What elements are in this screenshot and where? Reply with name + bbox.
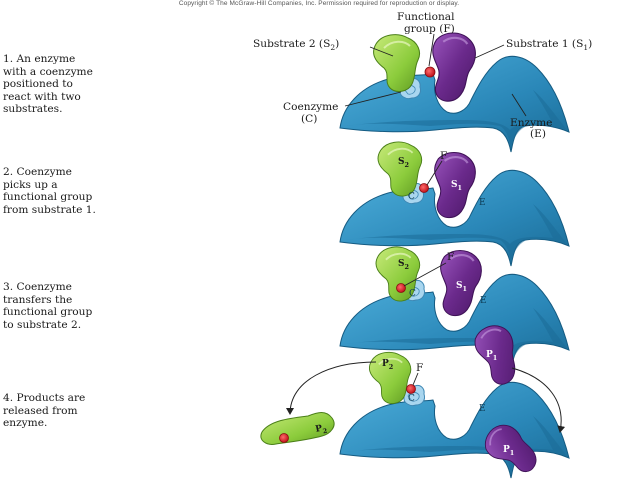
e-mark: E bbox=[480, 296, 487, 306]
step-3-line: 3. Coenzyme bbox=[3, 281, 72, 293]
step-1-line: 1. An enzyme bbox=[3, 53, 76, 65]
p1-mark: P1 bbox=[486, 350, 497, 362]
step-4-line: released from bbox=[3, 404, 78, 417]
s1-mark: S1 bbox=[456, 281, 467, 293]
f-mark: F bbox=[447, 251, 454, 263]
c-mark: C bbox=[408, 192, 415, 202]
p2-released-mark: P2 bbox=[315, 423, 329, 437]
step-1-caption: 1. An enzyme with a coenzyme positioned … bbox=[3, 53, 173, 116]
copyright-notice: Copyright © The McGraw-Hill Companies, I… bbox=[178, 0, 460, 7]
substrate-1-leader bbox=[474, 44, 505, 59]
p1-released-mark: P1 bbox=[503, 445, 514, 457]
functional-group-dot bbox=[406, 384, 416, 394]
f-mark: F bbox=[440, 150, 447, 162]
f-leader bbox=[403, 262, 447, 287]
functional-group-dot bbox=[419, 183, 429, 193]
step-3-line: transfers the bbox=[3, 293, 73, 306]
enzyme-label: Enzyme bbox=[510, 117, 552, 129]
step-1-line: react with two bbox=[3, 90, 81, 103]
step-1-line: substrates. bbox=[3, 103, 63, 116]
step-4-line: 4. Products are bbox=[3, 392, 86, 404]
step-3-caption: 3. Coenzyme transfers the functional gro… bbox=[3, 281, 173, 331]
coenzyme-leader bbox=[344, 91, 402, 107]
substrate-2-leader bbox=[369, 46, 394, 57]
f-leader bbox=[412, 372, 419, 386]
product-2-in-site bbox=[368, 351, 412, 405]
s1-mark: S1 bbox=[451, 180, 462, 192]
substrate-2-label: Substrate 2 (S2) bbox=[253, 38, 339, 52]
enzyme-leader bbox=[511, 93, 527, 117]
functional-group-dot bbox=[424, 66, 436, 78]
enzyme-abbr-label: (E) bbox=[530, 128, 546, 140]
step-3-line: to substrate 2. bbox=[3, 318, 82, 331]
functional-group-label-line2: group (F) bbox=[404, 23, 455, 35]
product-2-released: P2 bbox=[260, 412, 335, 445]
step-2-caption: 2. Coenzyme picks up a functional group … bbox=[3, 166, 173, 216]
step-4-caption: 4. Products are released from enzyme. bbox=[3, 392, 173, 430]
p2-mark: P2 bbox=[382, 359, 393, 371]
substrate-1-shape bbox=[431, 31, 477, 103]
step-1-line: with a coenzyme bbox=[3, 65, 93, 78]
f-leader bbox=[426, 160, 443, 186]
e-mark: E bbox=[479, 404, 486, 414]
c-mark: C bbox=[409, 289, 416, 299]
step-2-line: picks up a bbox=[3, 178, 58, 191]
s2-mark: S2 bbox=[398, 259, 409, 271]
substrate-2-shape bbox=[377, 141, 423, 197]
f-mark: F bbox=[416, 362, 423, 374]
step-1-line: positioned to bbox=[3, 78, 73, 91]
s2-mark: S2 bbox=[398, 157, 409, 169]
functional-group-label-line1: Functional bbox=[397, 11, 455, 23]
e-mark: E bbox=[479, 198, 486, 208]
step-2-line: functional group bbox=[3, 191, 93, 204]
step-2-line: 2. Coenzyme bbox=[3, 166, 72, 178]
coenzyme-abbr-label: (C) bbox=[301, 113, 317, 125]
release-arrow-left bbox=[286, 361, 377, 415]
functional-group-dot bbox=[396, 283, 406, 293]
coenzyme-label: Coenzyme bbox=[283, 101, 338, 113]
step-4-line: enzyme. bbox=[3, 417, 48, 430]
step-2-line: from substrate 1. bbox=[3, 203, 96, 216]
step-3-line: functional group bbox=[3, 306, 93, 319]
functional-group-leader bbox=[428, 33, 435, 67]
release-arrow-right bbox=[511, 367, 566, 433]
c-mark: C bbox=[408, 394, 415, 404]
substrate-1-label: Substrate 1 (S1) bbox=[506, 38, 592, 52]
